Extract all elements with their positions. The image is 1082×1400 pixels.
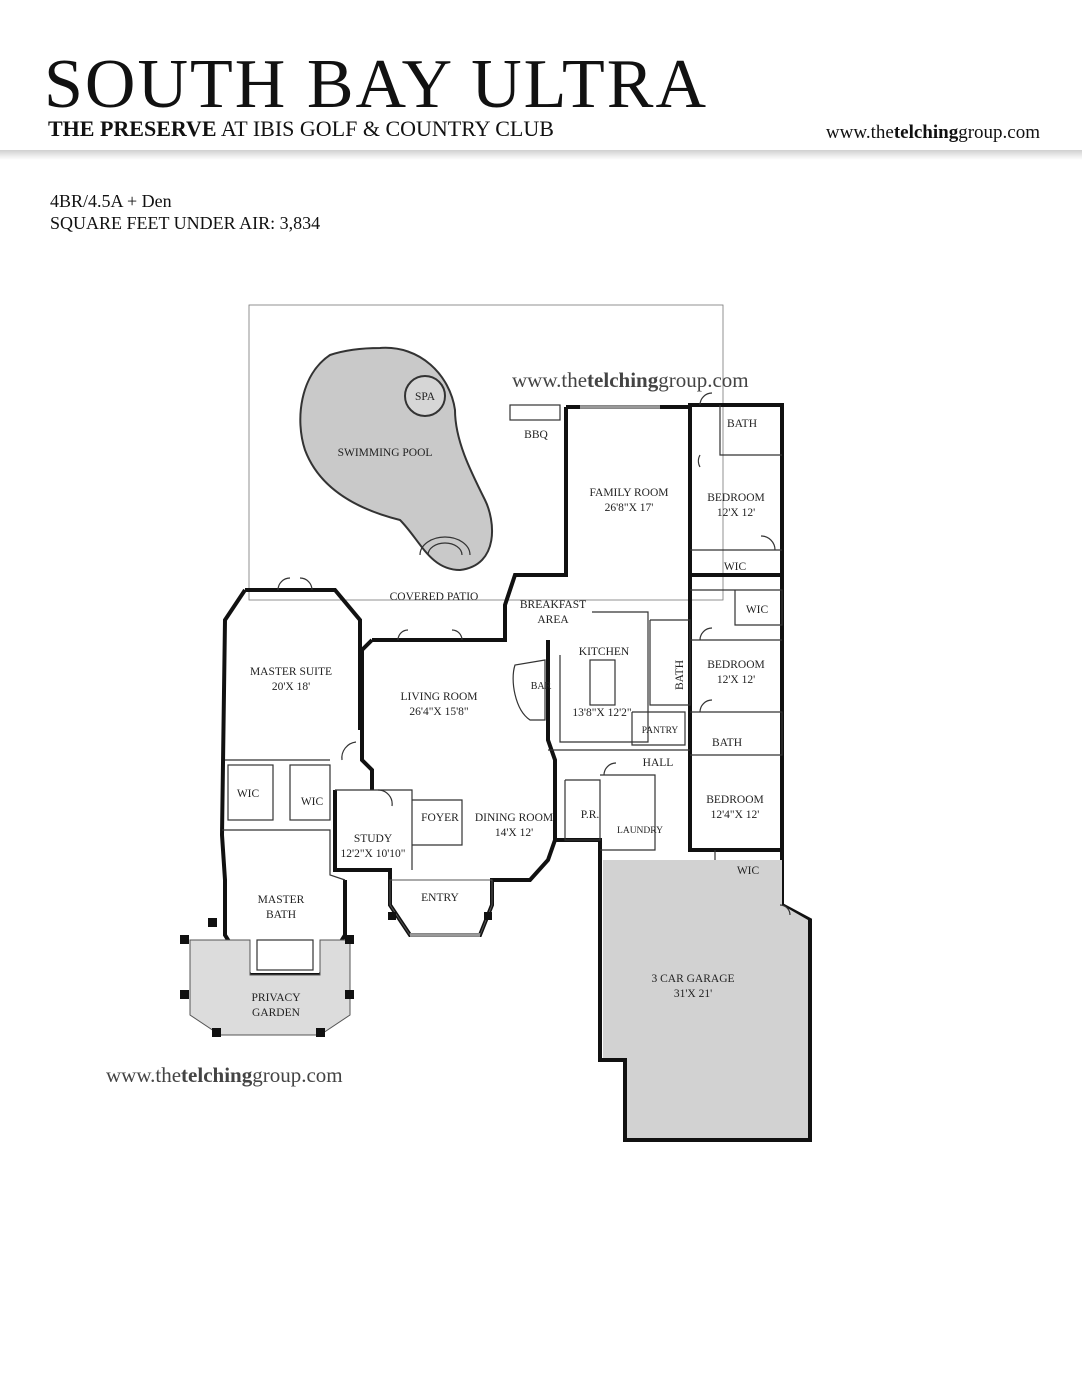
label-study: STUDY <box>354 833 393 845</box>
label-master-suite: MASTER SUITE <box>250 666 332 678</box>
label-covered-patio: COVERED PATIO <box>390 591 479 603</box>
label-bar: BAR <box>531 681 552 692</box>
privacy-garden <box>189 939 351 1036</box>
label-breakfast: BREAKFAST <box>520 599 586 611</box>
label-family-room-dim: 26'8"X 17' <box>605 502 654 514</box>
label-garage-dim: 31'X 21' <box>674 988 712 1000</box>
windows <box>410 405 810 1142</box>
label-kitchen-dim: 13'8"X 12'2" <box>572 707 631 719</box>
label-bedroom-2-dim: 12'X 12' <box>717 674 755 686</box>
label-bedroom-3-dim: 12'4"X 12' <box>711 809 760 821</box>
label-master-bath-2: BATH <box>266 909 296 921</box>
website-prefix: www.the <box>825 122 894 143</box>
label-master-bath-1: MASTER <box>258 894 305 906</box>
label-bath-2: BATH <box>674 660 686 690</box>
label-living-room: LIVING ROOM <box>401 691 478 703</box>
label-bedroom-2: BEDROOM <box>707 659 765 671</box>
label-bath-1: BATH <box>727 418 757 430</box>
pool-steps <box>419 536 471 556</box>
label-master-suite-dim: 20'X 18' <box>272 681 310 693</box>
label-dining-room: DINING ROOM <box>475 812 553 824</box>
label-laundry: LAUNDRY <box>617 826 663 836</box>
website-suffix: group.com <box>958 122 1040 143</box>
label-breakfast-area: AREA <box>537 614 569 626</box>
label-bedroom-3: BEDROOM <box>706 794 764 806</box>
label-privacy-garden-1: PRIVACY <box>252 992 302 1004</box>
beds-baths: 4BR/4.5A + Den <box>50 191 172 211</box>
columns <box>180 912 492 1037</box>
label-bedroom-1-dim: 12'X 12' <box>717 507 755 519</box>
doors <box>277 392 791 916</box>
label-powder-room: P.R. <box>581 809 600 821</box>
label-wic-1: WIC <box>724 561 747 573</box>
spa <box>404 375 446 417</box>
label-privacy-garden-2: GARDEN <box>252 1007 301 1019</box>
header-website-link[interactable]: www.thetelchinggroup.com <box>826 122 1040 144</box>
label-wic-2: WIC <box>746 604 769 616</box>
label-kitchen: KITCHEN <box>579 646 630 658</box>
label-entry: ENTRY <box>421 892 459 904</box>
label-living-room-dim: 26'4"X 15'8" <box>409 706 468 718</box>
label-hall: HALL <box>643 757 674 769</box>
watermark-plan-bottom: www.thetelchinggroup.com <box>106 1063 343 1087</box>
pool-deck <box>248 304 724 601</box>
label-dining-room-dim: 14'X 12' <box>495 827 533 839</box>
label-pantry: PANTRY <box>642 726 679 736</box>
label-study-dim: 12'2"X 10'10" <box>341 848 406 860</box>
community-subtitle: THE PRESERVE AT IBIS GOLF & COUNTRY CLUB <box>48 118 554 140</box>
community-location: AT IBIS GOLF & COUNTRY CLUB <box>216 116 554 141</box>
square-feet: SQUARE FEET UNDER AIR: 3,834 <box>50 213 321 233</box>
label-wic-5: WIC <box>737 865 760 877</box>
community-name: THE PRESERVE <box>48 116 217 141</box>
watermark-plan-top: www.thetelchinggroup.com <box>512 368 749 392</box>
label-garage: 3 CAR GARAGE <box>651 973 734 985</box>
master-tub <box>256 939 314 971</box>
label-foyer: FOYER <box>421 812 459 824</box>
label-wic-3: WIC <box>237 788 260 800</box>
garage-floor <box>603 860 808 1138</box>
label-bbq: BBQ <box>524 429 548 441</box>
label-family-room: FAMILY ROOM <box>589 487 668 499</box>
label-wic-4: WIC <box>301 796 324 808</box>
header-divider <box>0 150 1082 160</box>
home-specs: 4BR/4.5A + Den SQUARE FEET UNDER AIR: 3,… <box>50 190 320 234</box>
kitchen-island <box>589 659 616 706</box>
label-bedroom-1: BEDROOM <box>707 492 765 504</box>
bar-counter <box>512 659 546 721</box>
label-bath-3: BATH <box>712 737 742 749</box>
page-title: SOUTH BAY ULTRA <box>44 46 708 123</box>
bbq-counter <box>509 404 561 421</box>
label-swimming-pool: SWIMMING POOL <box>338 447 433 459</box>
website-bold: telching <box>893 122 959 143</box>
label-spa: SPA <box>415 391 436 403</box>
exterior-walls <box>219 403 812 1142</box>
